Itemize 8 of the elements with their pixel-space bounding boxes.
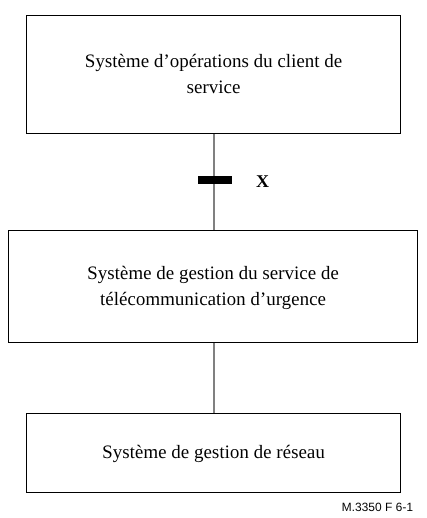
- system-box: [26, 413, 401, 493]
- system-box: [8, 230, 418, 343]
- box-label: Système d’opérations du client de service: [84, 50, 344, 100]
- system-box: [26, 15, 401, 134]
- figure-reference: M.3350 F 6-1: [342, 500, 413, 514]
- edge-label: X: [256, 172, 269, 190]
- box-label: Système de gestion du service de télécommunication d’urgence: [86, 262, 340, 312]
- box-label: Système de gestion de réseau: [102, 441, 325, 466]
